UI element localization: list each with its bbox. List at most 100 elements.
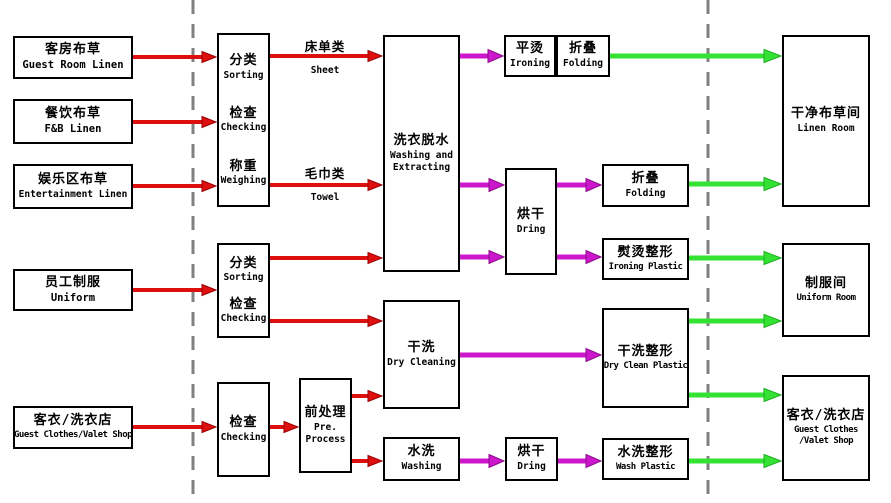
- node-label-en: Folding: [562, 58, 604, 70]
- flow-arrow-washing_extracting--to--drying_mid: [460, 249, 506, 265]
- node-label-en: Checking: [220, 431, 267, 443]
- step-weighing: 称重 Weighing: [221, 159, 267, 187]
- node-label-en: Process: [305, 433, 346, 445]
- step-label-en: Checking: [220, 312, 267, 324]
- flow-arrow-dry_clean_plastic--to--guest_clothes_room: [689, 387, 783, 403]
- node-label-zh: 烘干: [517, 444, 546, 460]
- node-label-en: Folding: [625, 187, 666, 199]
- node-linen-room: 干净布草间 Linen Room: [782, 35, 870, 207]
- node-label-zh: 水洗整形: [617, 444, 674, 460]
- node-folding-top: 折叠 Folding: [556, 35, 610, 77]
- node-label-en: Guest Room Linen: [22, 59, 124, 72]
- node-label-en: Linen Room: [797, 123, 855, 135]
- flow-arrow-entertainment_linen--to--sort_check_weigh: [133, 179, 218, 193]
- node-label-zh: 烘干: [516, 206, 545, 222]
- step-label-zh: 称重: [229, 158, 258, 174]
- node-label-en: Uniform: [50, 291, 96, 304]
- flow-label-en: Sheet: [310, 65, 340, 76]
- step-label-zh: 分类: [229, 256, 258, 272]
- node-label-en: Pre.: [314, 421, 337, 433]
- node-label-en: Dring: [516, 223, 546, 235]
- node-folding-mid: 折叠 Folding: [602, 164, 689, 207]
- step-sorting: 分类 Sorting: [223, 256, 263, 284]
- node-fb-linen: 餐饮布草 F&B Linen: [13, 99, 133, 144]
- node-guest-clothes-valet-shop: 客衣/洗衣店 Guest Clothes/Valet Shop: [13, 406, 133, 449]
- node-entertainment-linen: 娱乐区布草 Entertainment Linen: [13, 164, 133, 209]
- flow-label-towel: 毛巾类 Towel: [277, 163, 373, 203]
- node-label-en: Ironing: [509, 58, 551, 70]
- step-label-en: Checking: [220, 122, 267, 134]
- step-sorting: 分类 Sorting: [223, 53, 263, 81]
- flow-arrow-ironing_plastic--to--uniform_room: [689, 250, 783, 266]
- flow-arrow-uniform--to--sort_check: [133, 283, 218, 297]
- flow-arrow-sort_check--to--dry_cleaning: [270, 314, 384, 328]
- step-checking: 检查 Checking: [221, 106, 267, 134]
- flow-arrow-pre_process--to--dry_cleaning: [352, 389, 384, 403]
- flow-arrow-dry_cleaning--to--dry_clean_plastic: [460, 347, 603, 363]
- step-checking: 检查 Checking: [221, 297, 267, 325]
- node-label-zh: 检查: [229, 414, 258, 430]
- node-uniform: 员工制服 Uniform: [13, 269, 133, 311]
- node-label-en: Washing: [401, 461, 442, 473]
- node-uniform-room: 制服间 Uniform Room: [782, 243, 870, 337]
- node-dry-clean-plastic: 干洗整形 Dry Clean Plastic: [602, 308, 689, 408]
- flow-arrow-drying_mid--to--ironing_plastic: [557, 249, 603, 265]
- node-washing: 水洗 Washing: [383, 437, 460, 481]
- node-label-zh: 客衣/洗衣店: [33, 413, 113, 429]
- flow-arrow-folding_mid--to--linen_room: [689, 176, 783, 192]
- node-guest-clothes-room: 客衣/洗衣店 Guest Clothes /Valet Shop: [782, 375, 870, 481]
- node-label-en: Dry Cleaning: [387, 356, 456, 368]
- node-label-zh: 前处理: [304, 404, 347, 420]
- node-label-zh: 水洗: [407, 444, 436, 460]
- node-label-en: Dring: [517, 461, 546, 473]
- node-label-zh: 干净布草间: [790, 106, 861, 122]
- node-sorting-checking: 分类 Sorting 检查 Checking: [217, 243, 270, 338]
- node-label-zh: 平烫: [515, 41, 544, 57]
- flow-label-zh: 毛巾类: [304, 166, 346, 181]
- flow-arrow-checking--to--pre_process: [270, 420, 300, 434]
- flow-label-sheet: 床单类 Sheet: [277, 36, 373, 76]
- node-washing-and-extracting: 洗衣脱水 Washing and Extracting: [383, 35, 460, 272]
- node-drying-mid: 烘干 Dring: [505, 168, 557, 275]
- node-label-en: Washing and: [390, 149, 453, 161]
- flow-arrow-wash_plastic--to--guest_clothes_room: [689, 453, 783, 469]
- node-label-en: Ironing Plastic: [608, 261, 683, 272]
- flow-arrow-drying_small--to--wash_plastic: [558, 453, 603, 469]
- node-dry-cleaning: 干洗 Dry Cleaning: [383, 300, 460, 409]
- node-label-zh: 制服间: [804, 275, 847, 291]
- flow-arrow-drying_mid--to--folding_mid: [557, 177, 603, 193]
- node-label-en: F&B Linen: [44, 123, 102, 136]
- flow-arrow-pre_process--to--washing: [352, 454, 384, 468]
- node-label-en: Entertainment Linen: [18, 188, 128, 200]
- node-label-en: Wash Plastic: [615, 461, 676, 472]
- node-sorting-checking-weighing: 分类 Sorting 检查 Checking 称重 Weighing: [217, 33, 270, 207]
- node-label-en: Dry Clean Plastic: [603, 360, 688, 371]
- node-label-en: /Valet Shop: [798, 436, 854, 447]
- step-label-en: Sorting: [223, 69, 264, 81]
- node-label-en: Guest Clothes/Valet Shop: [13, 430, 133, 441]
- node-label-zh: 干洗整形: [617, 343, 674, 359]
- step-label-zh: 检查: [229, 105, 258, 121]
- node-ironing: 平烫 Ironing: [504, 35, 556, 77]
- node-guest-room-linen: 客房布草 Guest Room Linen: [13, 36, 133, 79]
- node-label-zh: 折叠: [568, 41, 597, 57]
- flow-label-zh: 床单类: [304, 39, 346, 54]
- flow-arrow-guest_clothes_valet--to--checking: [133, 420, 218, 434]
- node-wash-plastic: 水洗整形 Wash Plastic: [602, 438, 689, 480]
- node-label-zh: 干洗: [407, 339, 436, 355]
- flow-arrow-folding_top--to--linen_room: [610, 48, 783, 64]
- node-label-zh: 客衣/洗衣店: [786, 407, 866, 423]
- node-drying-small: 烘干 Dring: [505, 437, 558, 481]
- node-label-zh: 娱乐区布草: [37, 171, 108, 187]
- flow-arrow-washing--to--drying_small: [460, 453, 506, 469]
- node-label-zh: 折叠: [631, 170, 660, 186]
- node-pre-process: 前处理 Pre. Process: [299, 378, 352, 473]
- node-label-zh: 客房布草: [44, 42, 101, 58]
- node-ironing-plastic: 熨烫整形 Ironing Plastic: [602, 238, 689, 280]
- flow-arrow-dry_clean_plastic--to--uniform_room: [689, 313, 783, 329]
- node-checking: 检查 Checking: [217, 382, 270, 477]
- node-label-zh: 餐饮布草: [44, 106, 101, 122]
- node-label-zh: 员工制服: [44, 274, 101, 290]
- flow-arrow-washing_extracting--to--ironing: [460, 48, 505, 64]
